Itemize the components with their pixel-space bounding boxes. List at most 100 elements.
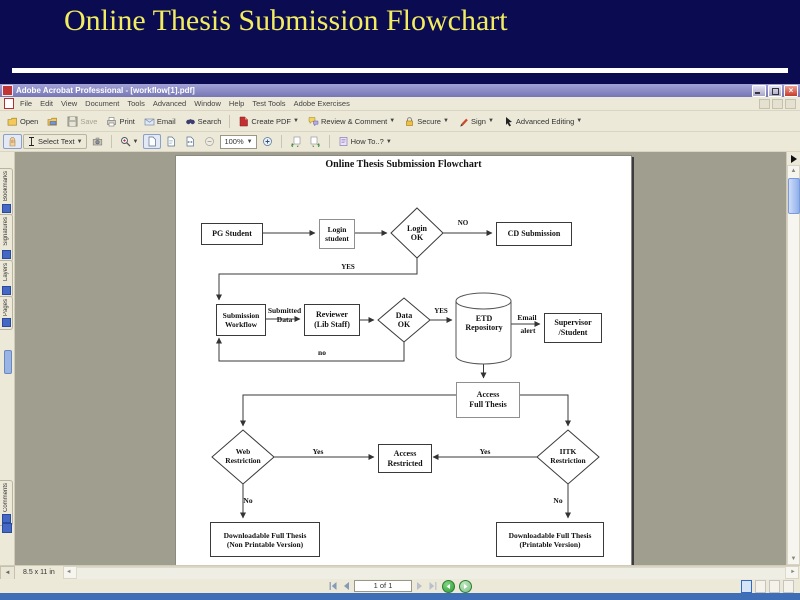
scroll-down-icon[interactable]: ▼ [790,556,797,562]
menu-file[interactable]: File [20,99,33,108]
vertical-scroll-thumb[interactable] [788,178,800,214]
flowchart-connectors [211,207,600,519]
tab-signatures[interactable]: Signatures [0,214,13,262]
facing-layout-button[interactable] [783,580,794,593]
dropdown-caret[interactable]: ▼ [76,138,83,145]
window-titlebar[interactable]: Adobe Acrobat Professional - [workflow[1… [0,84,800,97]
diamond-data-ok [377,297,431,343]
vertical-scrollbar[interactable]: ▲ ▼ [786,152,800,565]
next-view-button[interactable] [306,134,325,149]
fit-width-button[interactable] [181,134,199,149]
zoom-tool-button[interactable]: ▼ [116,134,143,149]
dropdown-caret[interactable]: ▼ [487,118,494,124]
how-to-button[interactable]: How To..? ▼ [334,134,396,149]
zoom-out-button[interactable] [200,134,219,149]
open-folder-icon [7,117,17,125]
next-view-button[interactable] [459,579,472,593]
dropdown-caret[interactable]: ▼ [442,118,449,124]
flow-node-reviewer: Reviewer(Lib Staff) [304,304,360,336]
scroll-up-icon[interactable]: ▲ [790,168,797,174]
search-button[interactable]: Search [181,114,226,129]
edge-label-no-top: NO [457,219,469,227]
hand-tool-button[interactable] [3,134,22,149]
toolbar-separator [280,135,282,148]
next-page-icon[interactable] [416,581,424,591]
save-icon [67,116,78,126]
sign-pen-icon [460,118,468,127]
edge-label-yes-right: Yes [479,447,491,456]
pdf-page[interactable]: Online Thesis Submission Flowchart PG St… [175,155,632,565]
continuous-layout-button[interactable] [755,580,766,593]
select-text-button[interactable]: Select Text ▼ [23,134,87,149]
fit-page-button[interactable] [162,134,180,149]
actual-size-button[interactable] [143,134,162,149]
advanced-editing-button[interactable]: Advanced Editing ▼ [499,114,586,129]
save-button[interactable]: Save [63,114,101,129]
flow-node-downloadable-non-printable: Downloadable Full Thesis(Non Printable V… [210,522,320,557]
page-fit-width-icon [187,136,195,147]
previous-view-button[interactable] [286,134,305,149]
menu-window[interactable]: Window [194,99,221,108]
document-canvas[interactable]: Online Thesis Submission Flowchart PG St… [15,152,786,565]
tab-bookmarks[interactable]: Bookmarks [0,168,13,216]
print-button[interactable]: Print [102,114,138,129]
sign-button[interactable]: Sign ▼ [454,114,498,129]
previous-view-button[interactable] [442,579,455,593]
menu-view[interactable]: View [61,99,78,108]
diamond-iitk-restriction [536,429,600,485]
create-pdf-icon [240,116,249,126]
vertical-scroll-track[interactable]: ▲ ▼ [787,165,800,565]
view-toolbar: Select Text ▼ ▼ 100% ▼ [0,132,800,152]
menu-document[interactable]: Document [85,99,120,108]
menu-test-tools[interactable]: Test Tools [252,99,286,108]
create-pdf-button[interactable]: Create PDF ▼ [234,114,303,129]
page-number-input[interactable]: 1 of 1 [354,580,412,592]
menu-help[interactable]: Help [228,99,245,108]
secure-button[interactable]: Secure ▼ [400,114,453,129]
main-toolbar: Open Save Print Email Search Create PDF … [0,111,800,132]
dropdown-caret[interactable]: ▼ [389,118,396,124]
continuous-facing-layout-button[interactable] [769,580,780,593]
dropdown-caret[interactable]: ▼ [385,138,392,145]
open-button[interactable]: Open [3,114,42,129]
collapse-arrow-icon [790,154,797,163]
toolbar-separator [229,114,231,128]
organizer-button[interactable] [43,114,62,129]
document-area: Bookmarks Signatures Layers Pages Commen… [0,152,800,565]
zoom-in-button[interactable] [258,134,277,149]
restore-button[interactable] [768,84,782,97]
scroll-left-icon[interactable]: ◄ [66,569,72,575]
menu-edit[interactable]: Edit [40,99,54,108]
zoom-level-combo[interactable]: 100% ▼ [220,134,257,149]
scroll-right-icon[interactable]: ► [790,569,796,575]
last-page-icon[interactable] [428,581,438,591]
child-window-controls[interactable] [759,98,796,109]
pane-collapse-button[interactable] [787,152,800,165]
minimize-button[interactable] [752,84,766,97]
snapshot-button[interactable] [88,134,107,149]
tab-pages[interactable]: Pages [0,296,13,330]
previous-page-icon[interactable] [342,581,350,591]
dropdown-caret[interactable]: ▼ [576,118,583,124]
pane-splitter-handle[interactable] [4,350,12,374]
menu-adobe-exercises[interactable]: Adobe Exercises [293,99,350,108]
text-ibeam-icon [29,137,34,146]
dropdown-caret[interactable]: ▼ [293,118,299,124]
first-page-icon[interactable] [328,581,338,591]
tab-layers[interactable]: Layers [0,260,13,298]
status-pane-button[interactable]: ◄ [0,565,15,580]
review-comment-button[interactable]: Review & Comment ▼ [304,114,399,129]
dropdown-caret[interactable]: ▼ [246,138,253,145]
menu-tools[interactable]: Tools [127,99,145,108]
single-page-layout-button[interactable] [741,580,752,593]
horizontal-scroll-track[interactable]: ◄ ► [62,566,799,580]
tab-comments[interactable]: Comments [0,480,13,526]
menu-advanced[interactable]: Advanced [152,99,187,108]
close-button[interactable]: × [784,84,798,97]
slide-divider [12,68,788,73]
dropdown-caret[interactable]: ▼ [132,138,139,145]
next-view-arrow-icon [464,583,468,589]
email-button[interactable]: Email [140,114,180,129]
